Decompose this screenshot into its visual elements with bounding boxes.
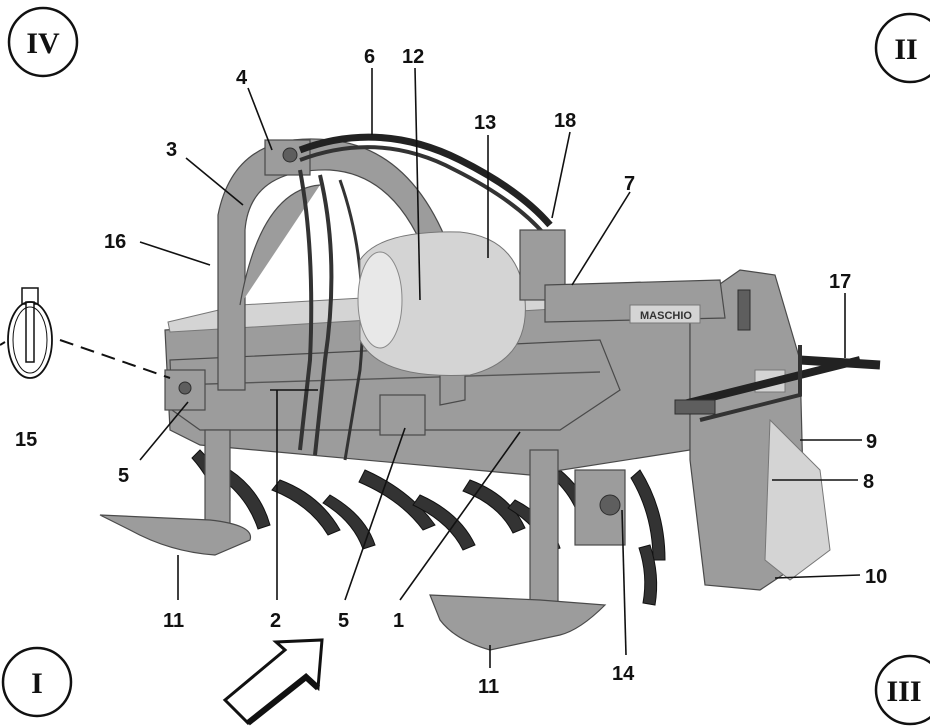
callout-4: 4 [236, 67, 248, 89]
svg-text:IV: IV [26, 27, 60, 60]
callout-18: 18 [554, 110, 576, 132]
quadrant-ii: II [874, 12, 930, 84]
callout-11-bottom: 11 [478, 676, 499, 698]
callout-8: 8 [863, 471, 874, 493]
callout-2: 2 [270, 610, 281, 632]
side-skid [764, 418, 831, 581]
side-link-bar [679, 356, 861, 409]
callout-13: 13 [474, 112, 496, 134]
linch-pin-dash-line [59, 339, 171, 379]
hydraulic-hoses [298, 133, 553, 228]
callout-5-mid: 5 [338, 610, 349, 632]
callout-14: 14 [612, 663, 635, 685]
callout-3: 3 [166, 139, 177, 161]
quadrant-iv: IV [7, 6, 79, 78]
maschio-logo: MASCHIO [640, 310, 692, 322]
callout-5-left: 5 [118, 465, 129, 487]
quadrant-i: I [1, 646, 73, 718]
callout-16: 16 [104, 231, 126, 253]
leader-lines [139, 67, 862, 668]
callout-7: 7 [624, 173, 635, 195]
quadrant-iii: III [874, 654, 930, 726]
callout-15: 15 [15, 429, 37, 451]
callout-9: 9 [866, 431, 877, 453]
callout-labels: 1 2 3 4 5 5 6 7 8 9 10 11 11 12 13 14 15… [15, 46, 887, 698]
svg-text:II: II [894, 33, 917, 66]
callout-12: 12 [402, 46, 424, 68]
callout-17: 17 [829, 271, 851, 293]
callout-6: 6 [364, 46, 375, 68]
svg-text:I: I [31, 667, 43, 700]
callout-10: 10 [865, 566, 887, 588]
skid-right [429, 449, 607, 651]
skid-left [99, 429, 252, 556]
callout-1: 1 [393, 610, 404, 632]
rotary-tiller-illustration: MASCHIO [99, 133, 881, 651]
svg-text:III: III [886, 675, 921, 708]
linch-pin [7, 287, 53, 379]
callout-11-left: 11 [163, 610, 184, 632]
